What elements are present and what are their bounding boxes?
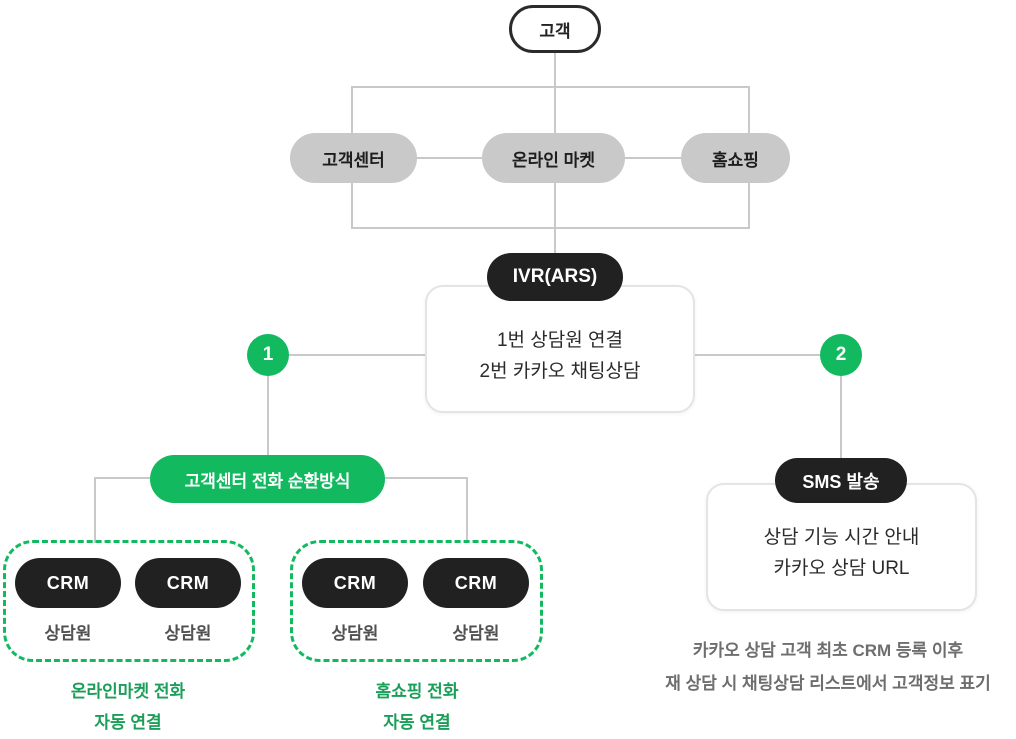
phone-rotation-label: 고객센터 전화 순환방식 [184,471,351,491]
channel-online-market: 온라인 마켓 [482,133,625,183]
group-1-caption: 온라인마켓 전화 자동 연결 [8,676,248,738]
agent-label: 상담원 [164,624,212,643]
agent-label: 상담원 [331,624,379,643]
sms-line-1: 상담 기능 시간 안내 [763,527,920,548]
crm-member: CRM 상담원 [135,558,241,644]
crm-group-1: CRM 상담원 CRM 상담원 [3,540,255,662]
sms-badge-label: SMS 발송 [802,471,880,492]
crm-pill: CRM [15,558,121,608]
branch-2-number: 2 [835,344,847,365]
group-2-caption: 홈쇼핑 전화 자동 연결 [297,676,537,738]
wire-pill-to-group2 [380,477,468,543]
branch-1-circle: 1 [247,334,289,376]
ivr-line-2: 2번 카카오 채팅상담 [479,361,641,382]
crm-pill: CRM [135,558,241,608]
wire-pill-to-group1 [94,477,155,543]
customer-label: 고객 [539,21,571,41]
caption-line: 홈쇼핑 전화 [375,682,459,701]
crm-pill: CRM [302,558,408,608]
ivr-line-1: 1번 상담원 연결 [496,330,623,351]
agent-label: 상담원 [452,624,500,643]
caption-line: 자동 연결 [94,713,162,732]
caption-line: 온라인마켓 전화 [70,682,186,701]
caption-line: 자동 연결 [383,713,451,732]
crm-member: CRM 상담원 [15,558,121,644]
channel-customer-center: 고객센터 [290,133,417,183]
note-line-1: 카카오 상담 고객 최초 CRM 등록 이후 [692,641,964,660]
channel-home-shopping: 홈쇼핑 [681,133,790,183]
crm-member: CRM 상담원 [423,558,529,644]
ivr-box: 1번 상담원 연결 2번 카카오 채팅상담 [425,285,695,413]
sms-box: 상담 기능 시간 안내 카카오 상담 URL [706,483,977,611]
sms-note: 카카오 상담 고객 최초 CRM 등록 이후 재 상담 시 채팅상담 리스트에서… [636,634,1016,700]
ivr-badge: IVR(ARS) [487,253,623,301]
channel-label: 온라인 마켓 [512,150,595,170]
branch-2-circle: 2 [820,334,862,376]
crm-pill: CRM [423,558,529,608]
sms-badge: SMS 발송 [775,458,907,503]
sms-line-2: 카카오 상담 URL [773,558,910,579]
customer-node: 고객 [509,5,601,53]
branch-1-number: 1 [262,344,274,365]
note-line-2: 재 상담 시 채팅상담 리스트에서 고객정보 표기 [665,674,991,693]
crm-group-2: CRM 상담원 CRM 상담원 [290,540,543,662]
crm-member: CRM 상담원 [302,558,408,644]
ivr-badge-label: IVR(ARS) [512,266,598,287]
phone-rotation-pill: 고객센터 전화 순환방식 [150,455,385,503]
channel-label: 고객센터 [322,150,385,170]
agent-label: 상담원 [44,624,92,643]
channel-label: 홈쇼핑 [712,150,759,170]
